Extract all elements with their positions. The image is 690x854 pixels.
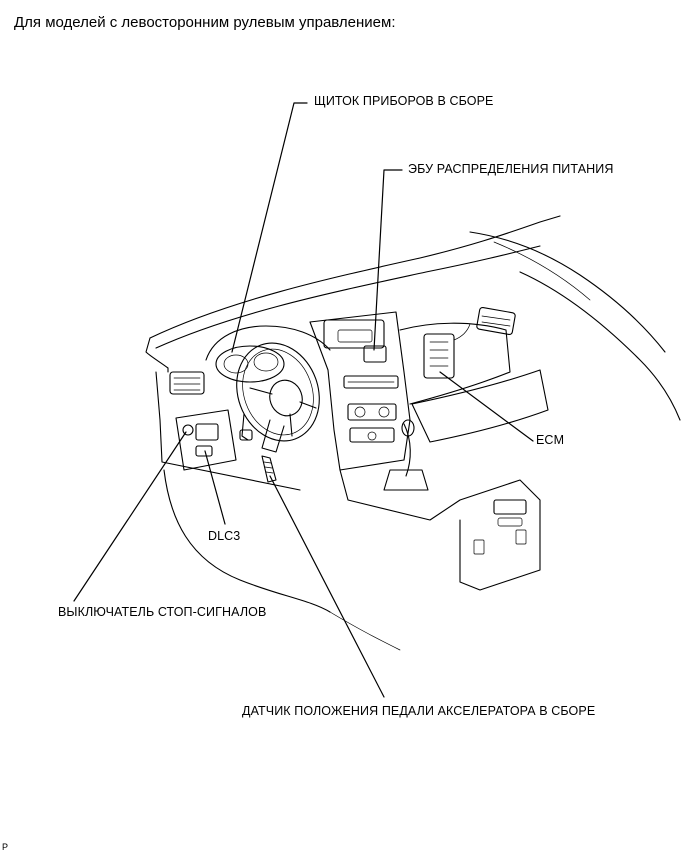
label-instrument-cluster: ЩИТОК ПРИБОРОВ В СБОРЕ: [314, 94, 494, 108]
right-vent: [476, 306, 516, 336]
accelerator-pedal: [261, 455, 277, 483]
leader-dlc3: [204, 450, 226, 525]
shift-knob: [401, 419, 415, 437]
climate-panel: [347, 403, 397, 421]
floor-line: [329, 611, 401, 651]
cluster-gauges: [215, 345, 285, 383]
dash-left-face: [145, 337, 169, 373]
audio-panel: [349, 427, 395, 443]
page-heading: Для моделей с левосторонним рулевым упра…: [14, 14, 396, 31]
brake-pedal: [239, 429, 253, 441]
label-ecm: ECM: [536, 433, 565, 447]
label-dlc3: DLC3: [208, 529, 241, 543]
switch-panel: [195, 423, 219, 441]
center-console: [339, 469, 541, 591]
leader-ecm: [439, 371, 534, 442]
knee-panel: [175, 409, 237, 471]
dlc3-connector: [195, 445, 213, 457]
center-stack-outline: [309, 311, 411, 471]
corner-mark: P: [2, 842, 9, 852]
leader-instrument-cluster: [231, 102, 308, 353]
dashboard-top-inner: [155, 245, 541, 349]
leader-power-distribution-ecu: [373, 169, 403, 351]
dash-left-lower: [155, 371, 301, 491]
steering-column: [261, 419, 285, 453]
brake-pedal-arm: [241, 413, 249, 441]
shift-boot: [383, 469, 429, 491]
kick-panel: [163, 469, 331, 613]
dashboard-top-outline: [149, 215, 561, 339]
left-vent: [169, 371, 205, 395]
center-vents: [343, 375, 399, 389]
label-power-distribution-ecu: ЭБУ РАСПРЕДЕЛЕНИЯ ПИТАНИЯ: [408, 162, 614, 176]
rear-vent: [493, 499, 527, 515]
label-accelerator-pedal-sensor: ДАТЧИК ПОЛОЖЕНИЯ ПЕДАЛИ АКСЕЛЕРАТОРА В С…: [242, 704, 596, 718]
leader-accelerator-pedal: [269, 475, 385, 698]
steering-hub: [269, 379, 303, 417]
windshield-pillar-inner: [493, 241, 591, 301]
center-display: [323, 319, 385, 349]
ecm-unit: [423, 333, 455, 379]
cluster-hood: [205, 325, 331, 361]
steering-wheel: [236, 342, 320, 442]
glovebox: [411, 369, 549, 443]
leader-stop-light-switch: [73, 431, 187, 602]
shift-lever: [403, 423, 411, 477]
power-distribution-ecu: [363, 345, 387, 363]
windshield-pillar: [469, 231, 666, 353]
label-stop-light-switch: ВЫКЛЮЧАТЕЛЬ СТОП-СИГНАЛОВ: [58, 605, 267, 619]
stop-light-switch: [182, 424, 194, 436]
dash-right-face: [399, 322, 511, 405]
door-edge: [519, 271, 681, 421]
